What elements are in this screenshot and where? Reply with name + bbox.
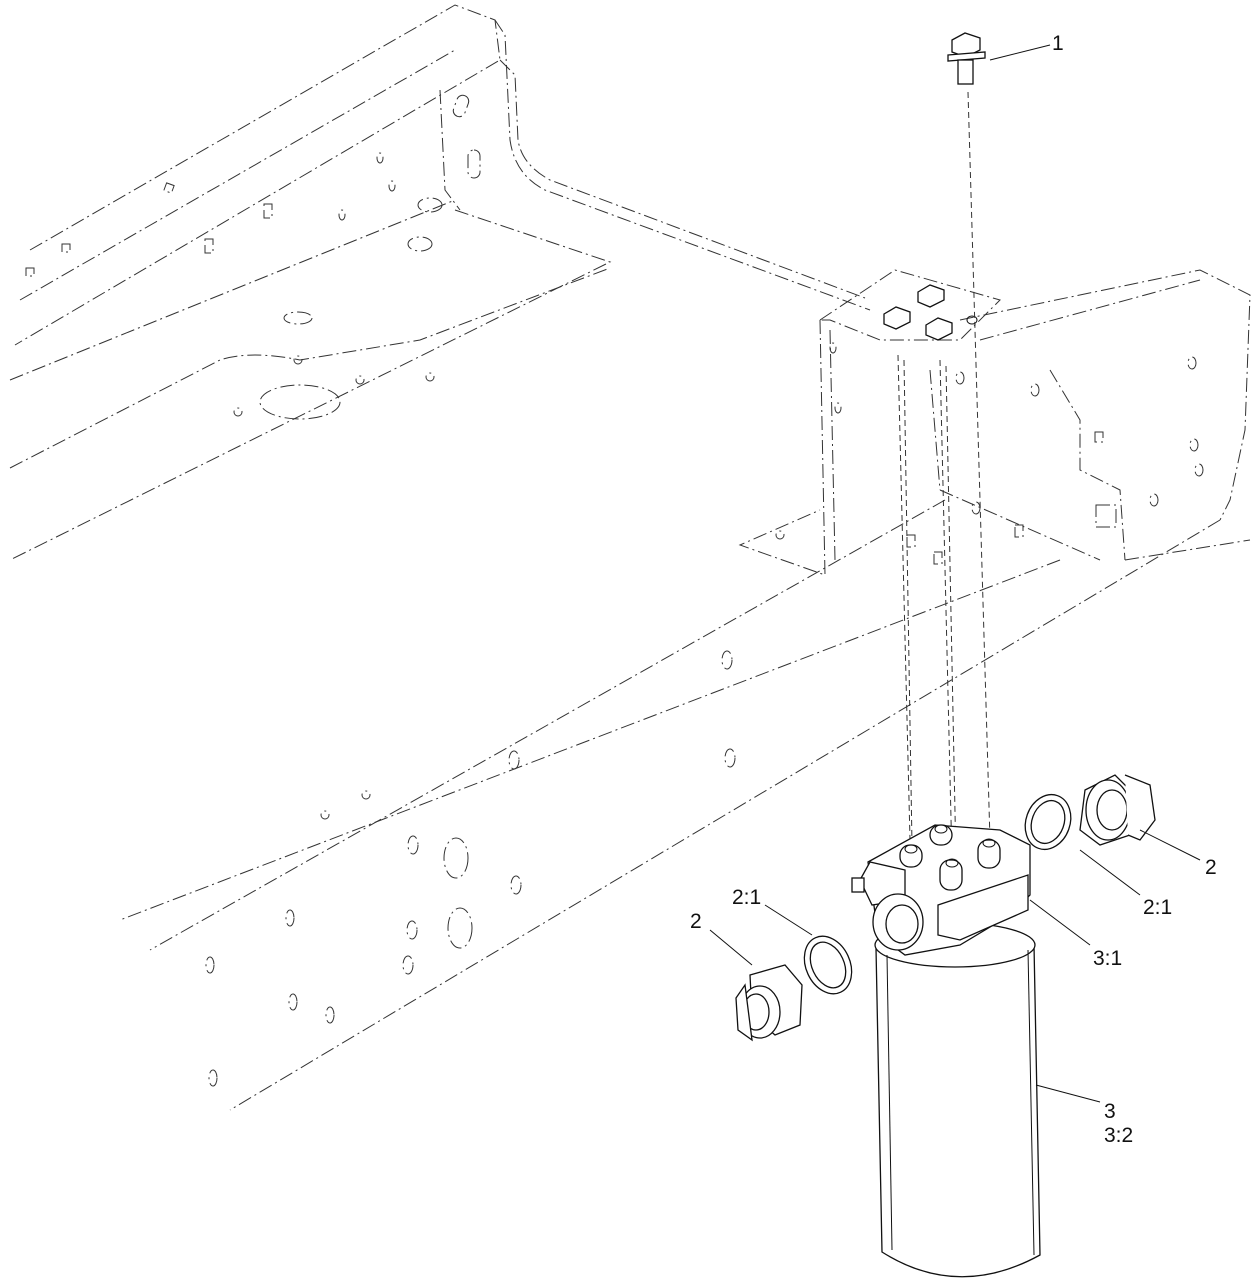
assembly-lines [897, 91, 991, 863]
callout-2-right: 2 [1205, 856, 1217, 879]
left-fitting [735, 935, 853, 1042]
bracket-bolts [883, 284, 978, 341]
callout-3-2: 3:2 [1104, 1124, 1133, 1147]
callout-3-1: 3:1 [1093, 947, 1122, 970]
machine-frame-phantom [9, 4, 1251, 1111]
callout-labels: 1 2 2:1 3:1 2:1 2 3 3:2 [690, 32, 1217, 1147]
filter-assembly [851, 824, 1041, 1278]
callout-2-left: 2 [690, 910, 702, 933]
callout-3: 3 [1104, 1100, 1116, 1123]
right-fitting [1024, 774, 1156, 851]
bolt-item-1 [947, 32, 986, 85]
callout-1: 1 [1052, 32, 1064, 55]
callout-2-1-left: 2:1 [732, 886, 761, 909]
callout-2-1-right: 2:1 [1143, 896, 1172, 919]
leader-lines [709, 44, 1201, 1103]
